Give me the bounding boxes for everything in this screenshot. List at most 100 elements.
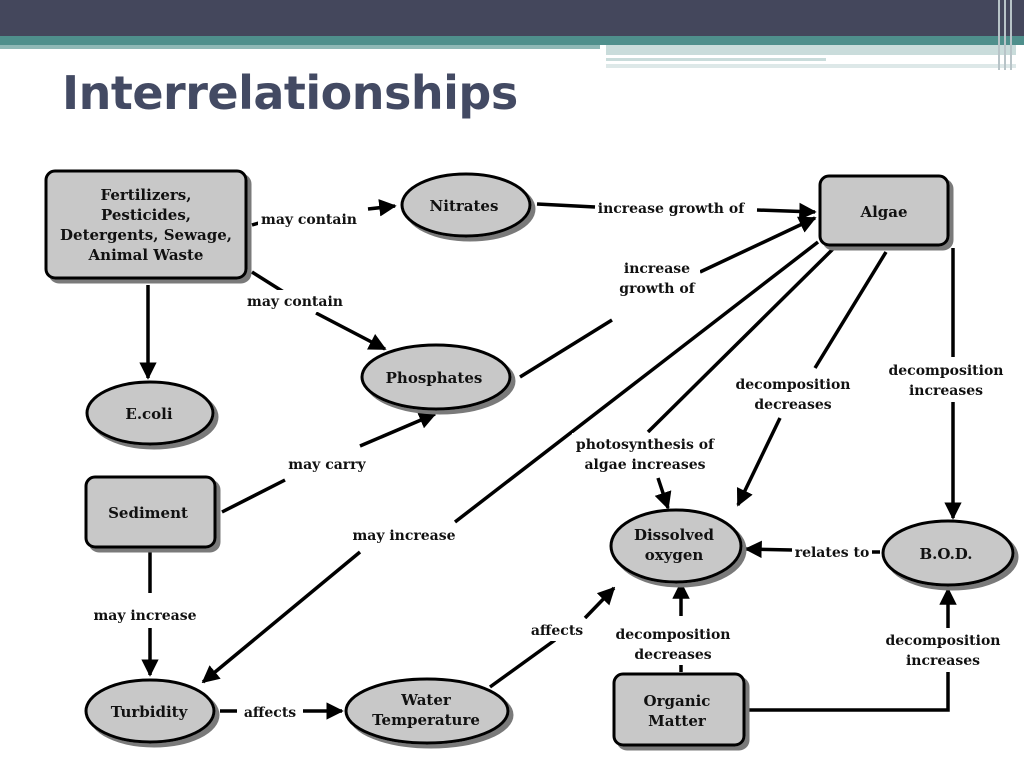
edge-label-affects-line: affects [244,705,296,721]
slide-top-bar [0,0,1024,36]
node-label-sources-line: Animal Waste [88,246,204,264]
edge-label-may-carry: may carry [288,457,366,473]
node-label-water-temperature-line: Temperature [372,711,480,729]
edge-label-photosynthesis: photosynthesis of algae increases [576,437,715,473]
edge-sources-to-phosphates [315,311,387,351]
edge-algae-to-oxygen-photosynthesis [646,245,837,434]
edge-label-decomposition-increases: decomposition increases [885,633,1000,669]
node-nitrates [400,172,532,238]
node-label-dissolved-oxygen-line: Dissolved [634,526,715,544]
edge-label-decomposition-decreases: decomposition decreases [615,627,730,663]
node-water-temperature [344,677,510,745]
node-label-organic-matter-line: Organic [644,692,711,710]
edge-label-increase-growth: increase growth of [619,261,695,297]
node-label-sources-line: Detergents, Sewage, [60,226,232,244]
edge-algae-to-oxygen-photosynthesis [654,477,672,510]
edge-label-increase-growth-line: increase [624,261,690,277]
edge-label-may-contain-line: may contain [247,294,343,310]
edge-label-decomposition-decreases-line: decreases [634,647,711,663]
edge-label-decomposition-decreases-line: decreases [754,397,831,413]
edge-label-may-contain: may contain [261,212,357,228]
edge-nitrates-to-algae [756,202,817,221]
edge-label-may-increase: may increase [352,528,455,544]
edge-bod-to-oxygen [744,540,793,559]
edge-label-affects: affects [531,623,583,639]
edge-label-affects-line: affects [531,623,583,639]
edge-label-increase-growth: increase growth of [598,201,745,217]
edge-label-decomposition-decreases: decomposition decreases [735,377,850,413]
edge-label-decomposition-increases-line: decomposition [888,363,1003,379]
edge-label-relates-to: relates to [795,545,870,561]
node-label-algae-line: Algae [859,203,907,221]
edge-watertemp-to-oxygen [488,638,557,689]
node-label-turbidity-line: Turbidity [111,703,189,721]
node-label-sources: Fertilizers, Pesticides, Detergents, Sewag… [60,186,232,264]
edge-sediment-to-phosphates [359,412,437,448]
node-ecoli [85,380,215,446]
edge-label-may-contain: may contain [247,294,343,310]
node-label-sediment: Sediment [108,504,188,522]
node-algae [818,174,950,247]
edge-nitrates-to-algae [536,202,596,209]
slide-corner-lines [996,0,1018,70]
slide-accent-stripe [606,58,826,61]
edge-label-decomposition-increases-line: increases [906,653,980,669]
slide-accent-stripe [606,64,1016,68]
node-label-bod: B.O.D. [919,545,972,563]
node-label-sediment-line: Sediment [108,504,188,522]
node-sources [44,169,248,280]
edge-phosphates-to-algae [699,216,817,274]
node-bod [881,519,1015,587]
edge-label-increase-growth-line: increase growth of [598,201,745,217]
node-turbidity [84,678,216,744]
edge-label-decomposition-increases-line: increases [909,383,983,399]
edge-phosphates-to-algae [519,318,613,379]
edge-label-decomposition-decreases-line: decomposition [735,377,850,393]
edge-label-relates-to-line: relates to [795,545,870,561]
node-label-dissolved-oxygen: Dissolved oxygen [634,526,715,564]
edge-label-increase-growth-line: growth of [619,281,695,297]
node-label-sources-line: Fertilizers, [101,186,192,204]
edge-algae-to-turbidity [453,240,820,524]
edge-label-may-increase-line: may increase [352,528,455,544]
node-label-dissolved-oxygen-line: oxygen [645,546,704,564]
node-label-algae: Algae [859,203,907,221]
node-label-phosphates: Phosphates [386,369,483,387]
edge-label-photosynthesis-line: photosynthesis of [576,437,715,453]
edge-sediment-to-phosphates [221,478,286,514]
node-label-phosphates-line: Phosphates [386,369,483,387]
edge-label-decomposition-increases: decomposition increases [888,363,1003,399]
edge-label-decomposition-increases-line: decomposition [885,633,1000,649]
edge-organic-to-bod [746,668,950,712]
edge-label-may-contain-line: may contain [261,212,357,228]
node-organic-matter [612,672,746,747]
edge-label-may-increase: may increase [93,608,196,624]
slide-accent-stripe [606,45,1016,55]
edge-label-decomposition-decreases-line: decomposition [615,627,730,643]
page-title: Interrelationships [62,66,518,120]
node-label-ecoli: E.coli [125,405,172,423]
edge-label-may-increase-line: may increase [93,608,196,624]
node-label-bod-line: B.O.D. [919,545,972,563]
slide-accent-stripe [0,45,600,49]
edge-label-photosynthesis-line: algae increases [584,457,705,473]
edge-watertemp-to-oxygen [583,586,616,620]
node-label-turbidity: Turbidity [111,703,189,721]
node-dissolved-oxygen [609,508,743,584]
node-phosphates [360,343,512,411]
node-label-water-temperature-line: Water [400,691,452,709]
node-label-sources-line: Pesticides, [101,206,191,224]
edge-algae-to-turbidity [201,550,362,684]
node-sediment [84,475,217,549]
node-label-organic-matter-line: Matter [648,712,707,730]
edge-sources-to-nitrates [367,199,397,217]
edge-algae-to-oxygen-decomposition [736,417,782,507]
node-label-nitrates-line: Nitrates [430,197,499,215]
node-label-ecoli-line: E.coli [125,405,172,423]
edge-label-affects: affects [244,705,296,721]
slide-accent-band [0,36,1024,45]
edge-label-may-carry-line: may carry [288,457,366,473]
